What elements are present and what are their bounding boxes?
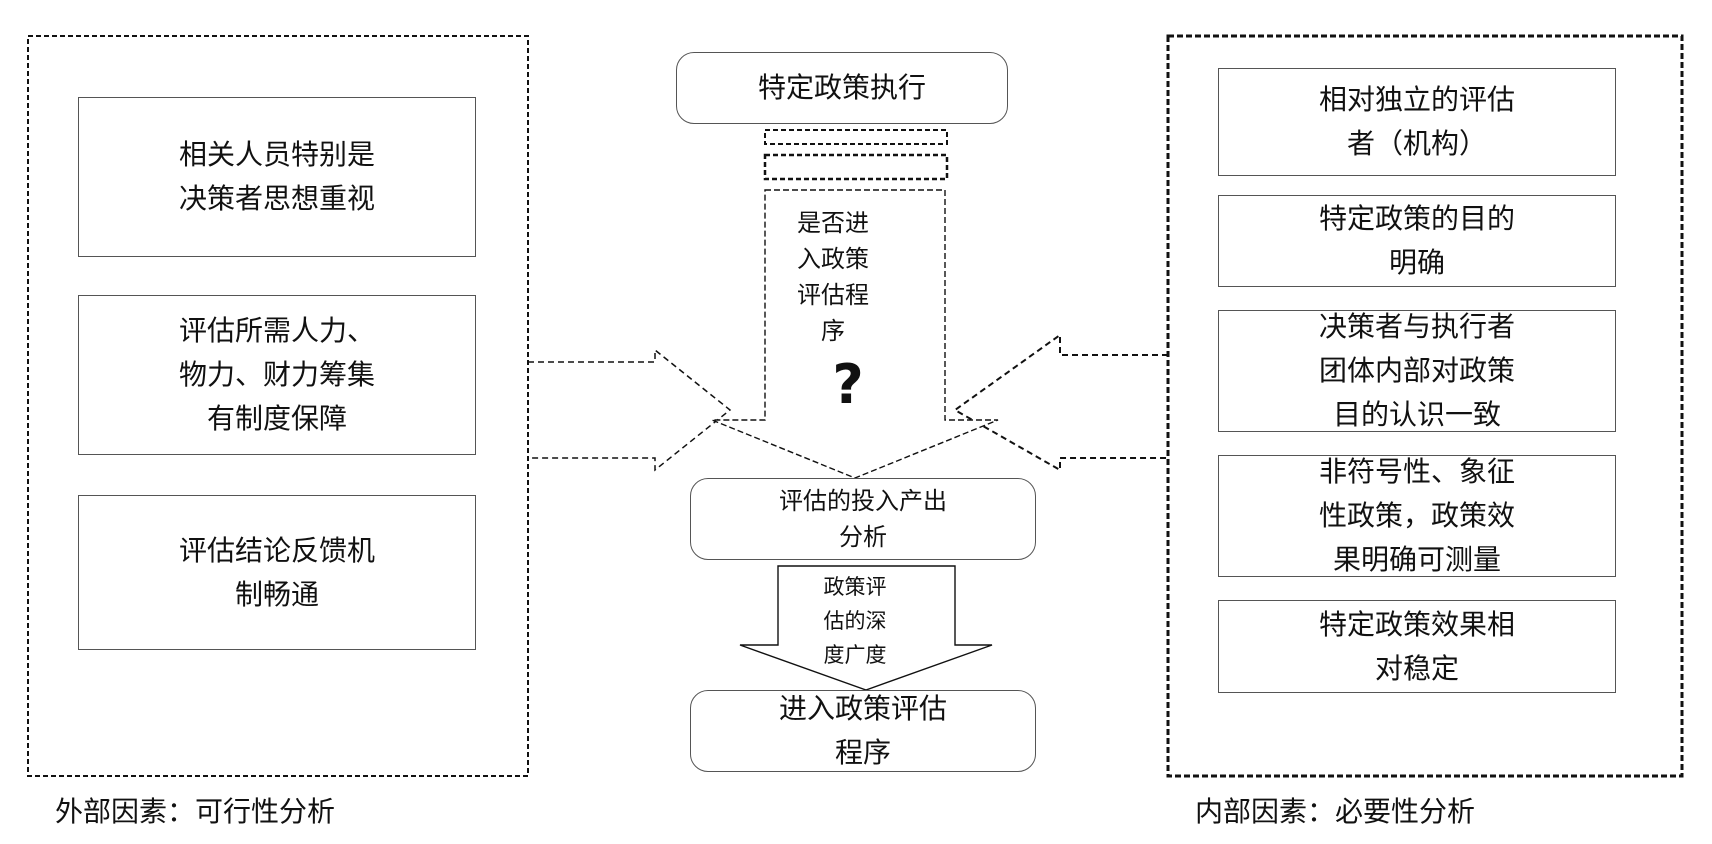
- internal-item-1: 相对独立的评估 者（机构）: [1218, 68, 1616, 176]
- internal-item-4: 非符号性、象征 性政策，政策效 果明确可测量: [1218, 455, 1616, 577]
- bar-2: [763, 153, 949, 181]
- right-arrow: [953, 333, 1168, 472]
- internal-item-5: 特定政策效果相 对稳定: [1218, 600, 1616, 693]
- external-item-3: 评估结论反馈机 制畅通: [78, 495, 476, 650]
- internal-caption: 内部因素：必要性分析: [1195, 795, 1476, 828]
- external-item-1: 相关人员特别是 决策者思想重视: [78, 97, 476, 257]
- internal-frame: [1166, 34, 1684, 778]
- question-arrow: [711, 189, 999, 479]
- policy-execution-box: 特定政策执行: [676, 52, 1008, 124]
- depth-arrow: [739, 565, 993, 691]
- left-arrow: [528, 348, 732, 472]
- question-text: 是否进 入政策 评估程 序: [797, 209, 869, 345]
- internal-item-2: 特定政策的目的 明确: [1218, 195, 1616, 287]
- depth-breadth-text: 政策评 估的深 度广度: [823, 575, 887, 667]
- external-caption: 外部因素：可行性分析: [55, 795, 336, 828]
- external-frame: [27, 35, 529, 777]
- bar-1: [764, 129, 948, 145]
- external-item-2: 评估所需人力、 物力、财力筹集 有制度保障: [78, 295, 476, 455]
- enter-evaluation-box: 进入政策评估 程序: [690, 690, 1036, 772]
- internal-item-3: 决策者与执行者 团体内部对政策 目的认识一致: [1218, 310, 1616, 432]
- question-mark: ?: [832, 353, 864, 416]
- io-analysis-box: 评估的投入产出 分析: [690, 478, 1036, 560]
